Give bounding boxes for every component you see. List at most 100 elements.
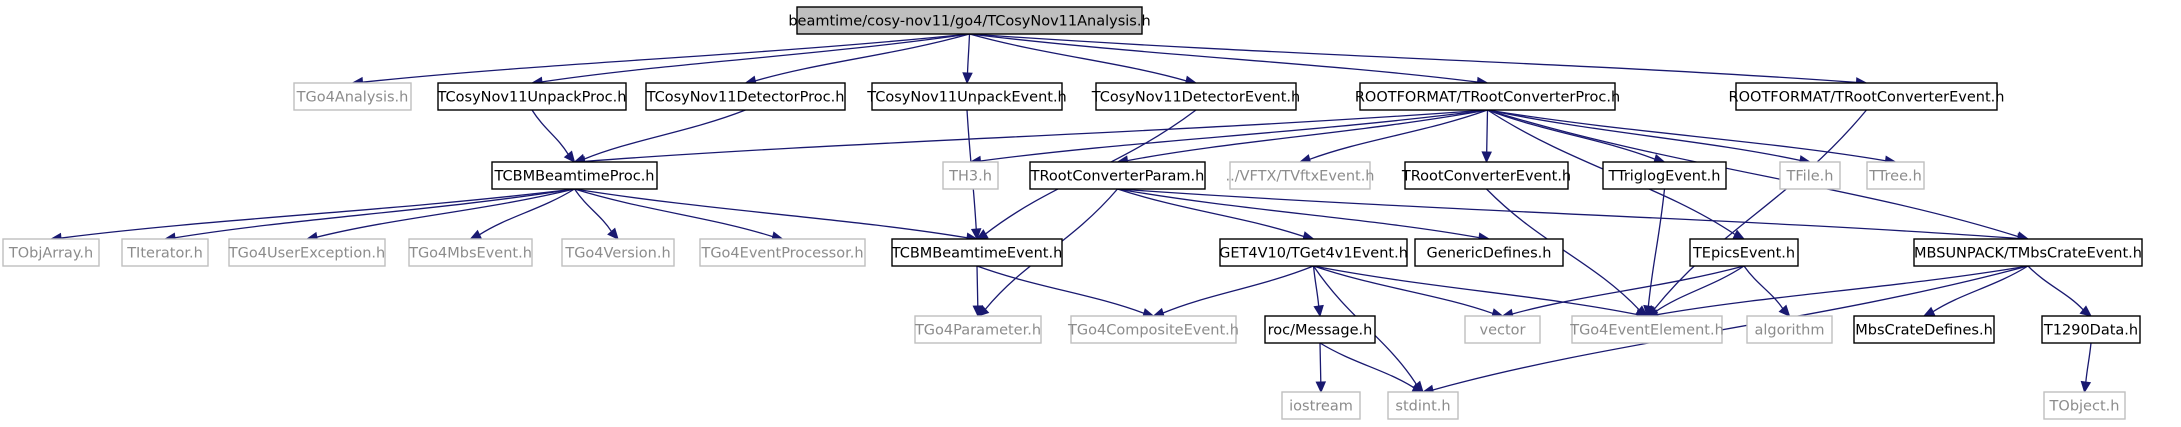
node-label: TGo4UserException.h [228,246,385,262]
node-box [1779,161,1841,190]
node-tobject: TObject.h [2043,391,2126,420]
node-composite: TGo4CompositeEvent.h [1067,315,1239,344]
node-stdint: stdint.h [1387,391,1459,420]
node-label: TGo4Parameter.h [914,323,1041,339]
node-box [1602,161,1727,190]
node-box [1746,315,1833,344]
node-box [871,82,1063,111]
node-param: TGo4Parameter.h [914,315,1042,344]
node-epics[interactable]: TEpicsEvent.h [1689,238,1799,267]
node-label: beamtime/cosy-nov11/go4/TCosyNov11Analys… [788,14,1150,30]
edge-epics-to-vector [1501,265,1745,320]
node-label: ROOTFORMAT/TRootConverterProc.h [1355,90,1620,106]
node-label: TGo4EventProcessor.h [700,246,863,262]
edge-root-to-tgo4analysis [351,33,970,88]
edge-rootconvproc-to-th3 [969,109,1488,167]
node-box [1359,82,1616,111]
node-label: TGo4EventElement.h [1569,323,1724,339]
edge-get4-to-composite [1152,265,1314,318]
edge-rootconvproc-to-cbmproc [573,109,1488,167]
node-box [1095,82,1297,111]
node-detproc[interactable]: TCosyNov11DetectorProc.h [645,82,846,111]
node-label: GET4V10/TGet4v1Event.h [1219,246,1408,262]
edge-cbmproc-to-titerator [163,188,575,243]
node-label: TCosyNov11UnpackProc.h [437,90,627,106]
node-iostream: iostream [1281,391,1361,420]
node-label: TFile.h [1786,169,1834,185]
node-box [1029,161,1206,190]
node-box [1689,238,1799,267]
node-mbsdefs[interactable]: MbsCrateDefines.h [1853,315,1995,344]
node-box [1866,161,1925,190]
edge-root-to-detproc [744,33,970,86]
node-label: iostream [1289,399,1353,415]
node-label: TRootConverterParam.h [1030,169,1205,185]
node-cbmevent[interactable]: TCBMBeamtimeEvent.h [891,238,1063,267]
node-unpackproc[interactable]: TCosyNov11UnpackProc.h [437,82,627,111]
node-vector: vector [1464,315,1541,344]
node-box [1464,315,1541,344]
node-label: TTree.h [1868,169,1922,185]
node-root[interactable]: beamtime/cosy-nov11/go4/TCosyNov11Analys… [788,6,1151,35]
node-box [293,82,412,111]
node-box [1414,238,1564,267]
edge-cbmproc-to-version [573,188,619,240]
node-generic[interactable]: GenericDefines.h [1414,238,1564,267]
node-label: algorithm [1755,323,1825,339]
node-box [1404,161,1569,190]
edge-detproc-to-cbmproc [573,109,746,164]
edge-rootconvproc-to-convparam [1116,109,1488,166]
node-box [1281,391,1361,420]
node-version: TGo4Version.h [561,238,675,267]
node-box [1264,315,1376,344]
node-rootconvevent_top[interactable]: ROOTFORMAT/TRootConverterEvent.h [1729,82,2005,111]
edge-mbscrate-to-t1290 [2027,265,2092,317]
node-convevent[interactable]: TRootConverterEvent.h [1401,161,1571,190]
node-label: T1290Data.h [2043,323,2138,339]
node-convparam[interactable]: TRootConverterParam.h [1029,161,1206,190]
node-rocmsg[interactable]: roc/Message.h [1264,315,1376,344]
node-rootconvproc[interactable]: ROOTFORMAT/TRootConverterProc.h [1355,82,1620,111]
edge-root-to-unpackevent [962,33,973,85]
node-unpackevent[interactable]: TCosyNov11UnpackEvent.h [866,82,1067,111]
node-label: TGo4CompositeEvent.h [1067,323,1239,339]
node-vftx: ../VFTX/TVftxEvent.h [1225,161,1375,190]
node-box [1387,391,1459,420]
node-box [2043,391,2126,420]
node-label: TObject.h [2049,399,2120,415]
edge-rootconvproc-to-vftx [1298,109,1488,165]
node-mbsevent: TGo4MbsEvent.h [408,238,533,267]
edge-rocmsg-to-stdint [1319,342,1425,393]
node-box [1853,315,1995,344]
edge-rootconvproc-to-convevent [1481,109,1492,164]
edge-cbmproc-to-userexc [305,188,575,243]
node-triglog[interactable]: TTriglogEvent.h [1602,161,1727,190]
node-titerator: TIterator.h [121,238,209,267]
node-label: roc/Message.h [1268,323,1373,339]
node-label: vector [1480,323,1526,339]
node-mbscrate[interactable]: MBSUNPACK/TMbsCrateEvent.h [1913,238,2143,267]
node-label: TIterator.h [126,246,203,262]
edge-unpackproc-to-cbmproc [531,109,576,163]
node-box [121,238,209,267]
node-detevent[interactable]: TCosyNov11DetectorEvent.h [1091,82,1300,111]
node-cbmproc[interactable]: TCBMBeamtimeProc.h [491,161,658,190]
node-box [891,238,1063,267]
node-evelem: TGo4EventElement.h [1569,315,1724,344]
node-label: MbsCrateDefines.h [1855,323,1993,339]
node-label: GenericDefines.h [1427,246,1552,262]
node-label: TGo4Version.h [564,246,670,262]
node-t1290[interactable]: T1290Data.h [2041,315,2141,344]
node-tobjarray: TObjArray.h [2,238,100,267]
node-box [1070,315,1237,344]
node-get4[interactable]: GET4V10/TGet4v1Event.h [1219,238,1408,267]
node-tgo4analysis: TGo4Analysis.h [293,82,412,111]
node-box [1735,82,1998,111]
edge-rootconvproc-to-ttree [1487,109,1897,166]
node-label: TTriglogEvent.h [1608,169,1721,185]
node-box [228,238,386,267]
node-label: TRootConverterEvent.h [1401,169,1571,185]
edge-convparam-to-generic [1117,188,1491,243]
edge-convparam-to-get4 [1117,188,1315,242]
